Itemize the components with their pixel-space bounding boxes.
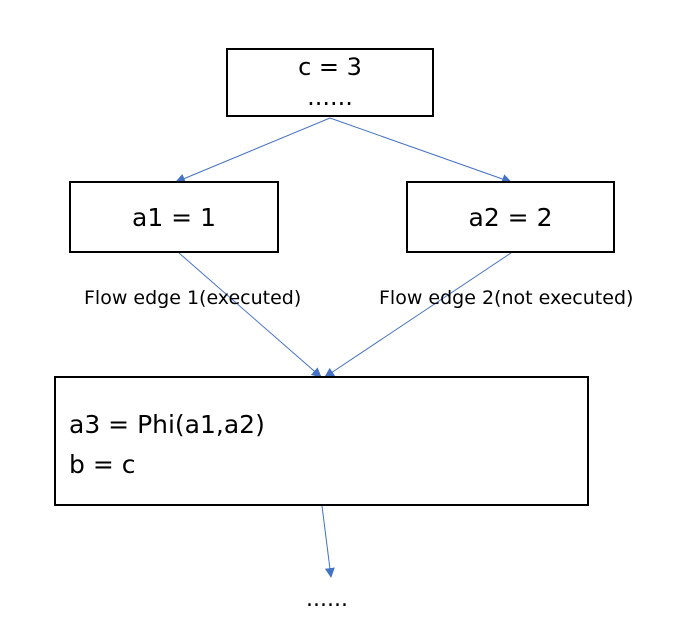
edge2-label: Flow edge 2(not executed) [379,287,634,309]
edge-merge-to-continuation [321,505,335,578]
node-a1-label: a1 = 1 [132,202,216,232]
continuation-ellipsis: ...... [306,587,348,612]
node-a1-block: a1 = 1 [69,181,279,253]
edge-left-to-merge [178,252,322,378]
edge1-label: Flow edge 1(executed) [84,287,302,309]
edge-top-to-left [175,117,331,184]
node-top-line1: c = 3 [298,53,362,81]
node-merge-block: a3 = Phi(a1,a2) b = c [54,376,589,506]
node-top-line2: ...... [307,83,353,111]
node-merge-line2: b = c [69,450,136,479]
node-a2-label: a2 = 2 [468,202,553,232]
edge-right-to-merge [324,252,512,378]
node-merge-line1: a3 = Phi(a1,a2) [69,410,265,439]
node-top-block: c = 3 ...... [226,48,434,117]
edge-top-to-right [329,117,512,184]
node-a2-block: a2 = 2 [406,181,615,253]
